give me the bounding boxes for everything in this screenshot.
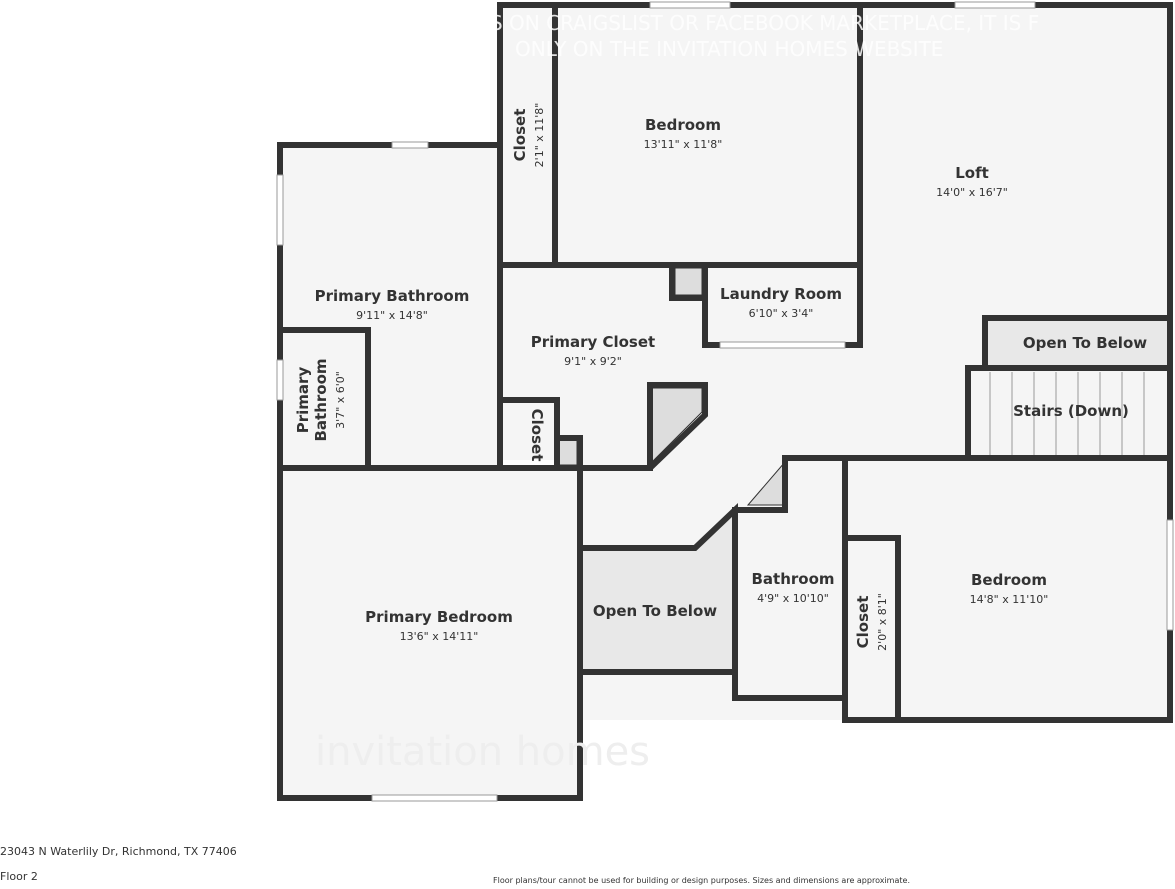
room-primary-closet: Primary Closet 9'1" x 9'2" bbox=[531, 333, 655, 368]
svg-text:Laundry Room: Laundry Room bbox=[720, 285, 842, 303]
svg-text:4'9" x 10'10": 4'9" x 10'10" bbox=[757, 592, 829, 605]
svg-text:3'7" x 6'0": 3'7" x 6'0" bbox=[334, 371, 347, 429]
svg-text:13'6" x 14'11": 13'6" x 14'11" bbox=[400, 630, 479, 643]
svg-text:Bedroom: Bedroom bbox=[971, 571, 1047, 589]
room-stairs: Stairs (Down) bbox=[1013, 402, 1129, 420]
walls bbox=[277, 2, 1173, 801]
open-to-below-mid-area bbox=[583, 513, 733, 670]
svg-text:Loft: Loft bbox=[955, 164, 989, 182]
svg-text:Primary Bedroom: Primary Bedroom bbox=[365, 608, 513, 626]
room-laundry: Laundry Room 6'10" x 3'4" bbox=[720, 285, 842, 320]
svg-text:9'1" x 9'2": 9'1" x 9'2" bbox=[564, 355, 622, 368]
svg-text:Closet: Closet bbox=[854, 596, 872, 649]
svg-text:13'11" x 11'8": 13'11" x 11'8" bbox=[644, 138, 723, 151]
svg-text:Bathroom: Bathroom bbox=[312, 358, 330, 441]
room-primary-bathroom: Primary Bathroom 9'11" x 14'8" bbox=[315, 287, 470, 322]
watermark-logo: invitation homes bbox=[315, 729, 650, 775]
stairs-treads bbox=[989, 372, 1145, 455]
svg-text:Primary Closet: Primary Closet bbox=[531, 333, 655, 351]
svg-text:Closet: Closet bbox=[528, 409, 546, 462]
floors bbox=[280, 5, 1170, 798]
watermark-line-1: S ON CRAIGSLIST OR FACEBOOK MARKETPLACE,… bbox=[490, 11, 1039, 35]
svg-text:9'11" x 14'8": 9'11" x 14'8" bbox=[356, 309, 428, 322]
svg-text:2'0" x 8'1": 2'0" x 8'1" bbox=[876, 593, 889, 651]
room-bedroom-top: Bedroom 13'11" x 11'8" bbox=[644, 116, 723, 151]
open-to-below-right-area bbox=[988, 321, 1168, 366]
room-bedroom-right: Bedroom 14'8" x 11'10" bbox=[970, 571, 1049, 606]
disclaimer: Floor plans/tour cannot be used for buil… bbox=[493, 876, 910, 885]
room-primary-bathroom-small: Primary Bathroom 3'7" x 6'0" bbox=[294, 358, 347, 441]
watermark-line-2: ONLY ON THE INVITATION HOMES WEBSITE bbox=[515, 37, 943, 61]
room-closet-right: Closet 2'0" x 8'1" bbox=[854, 593, 889, 651]
floor-label: Floor 2 bbox=[0, 870, 38, 883]
svg-text:14'8" x 11'10": 14'8" x 11'10" bbox=[970, 593, 1049, 606]
svg-text:2'1" x 11'8": 2'1" x 11'8" bbox=[533, 103, 546, 168]
windows bbox=[276, 1, 1174, 802]
room-loft: Loft 14'0" x 16'7" bbox=[936, 164, 1008, 199]
room-closet-top: Closet 2'1" x 11'8" bbox=[511, 103, 546, 168]
room-closet-small: Closet bbox=[528, 409, 546, 462]
svg-text:Bedroom: Bedroom bbox=[645, 116, 721, 134]
svg-text:6'10" x 3'4": 6'10" x 3'4" bbox=[749, 307, 814, 320]
svg-text:Closet: Closet bbox=[511, 109, 529, 162]
svg-text:Primary Bathroom: Primary Bathroom bbox=[315, 287, 470, 305]
svg-text:Primary: Primary bbox=[294, 367, 312, 434]
room-primary-bedroom: Primary Bedroom 13'6" x 14'11" bbox=[365, 608, 513, 643]
svg-text:Bathroom: Bathroom bbox=[751, 570, 834, 588]
svg-text:14'0" x 16'7": 14'0" x 16'7" bbox=[936, 186, 1008, 199]
room-bathroom: Bathroom 4'9" x 10'10" bbox=[751, 570, 834, 605]
room-open-to-below-mid: Open To Below bbox=[593, 602, 717, 620]
address: 23043 N Waterlily Dr, Richmond, TX 77406 bbox=[0, 845, 237, 858]
room-open-to-below-right: Open To Below bbox=[1023, 334, 1147, 352]
